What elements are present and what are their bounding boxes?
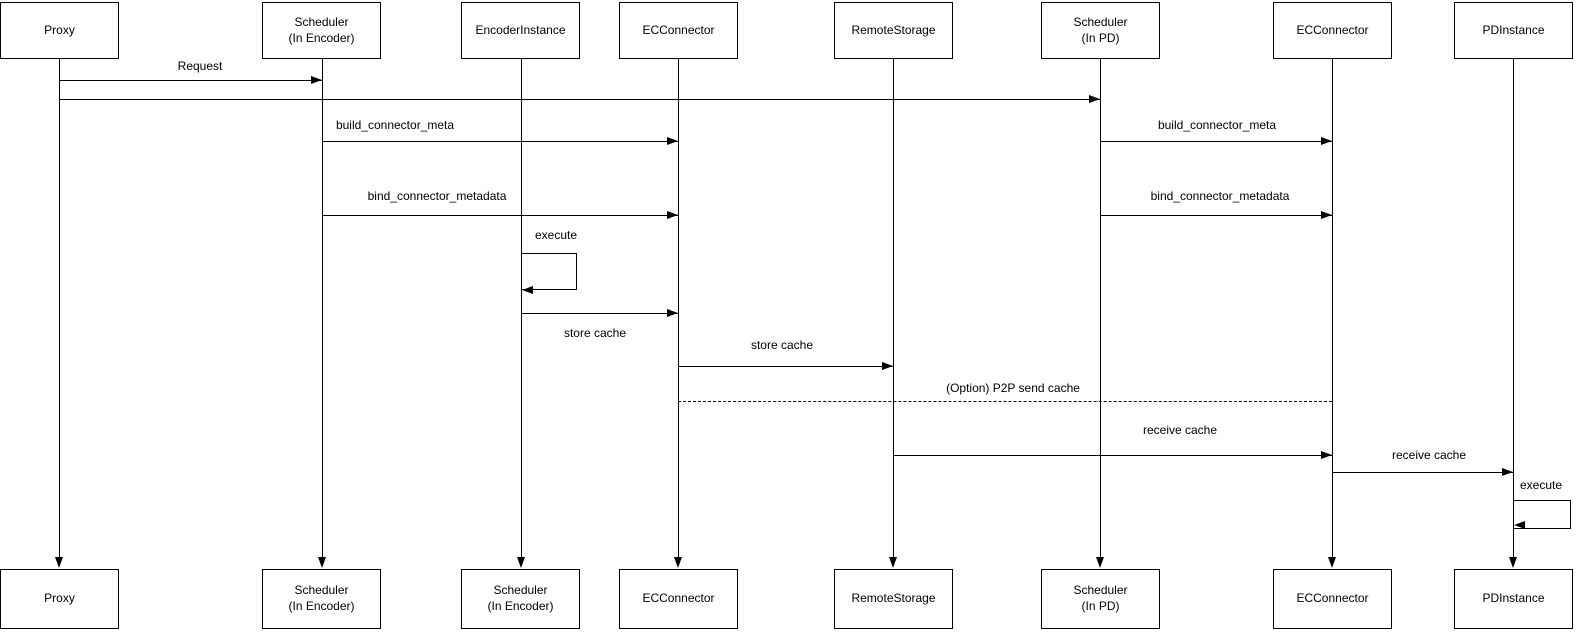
message-line-p2p-send-cache [678,401,1332,402]
message-line-bind-connector-metadata-pd [1100,215,1332,216]
self-loop-pdinstance [1513,500,1571,529]
participant-bottom-ecconnector-pd: ECConnector [1273,569,1392,629]
message-label-bind-connector-metadata-pd: bind_connector_metadata [1150,189,1290,203]
message-label-p2p-send-cache: (Option) P2P send cache [946,381,1080,395]
lifeline-ecconnector-enc [678,59,679,557]
message-label-store-cache-remote: store cache [750,338,814,352]
participant-top-pdinstance: PDInstance [1454,2,1573,59]
message-label-build-connector-meta-enc: build_connector_meta [335,118,455,132]
self-loop-encoderinstance [521,253,577,290]
message-line-receive-cache-pd [1332,472,1513,473]
participant-top-encoderinstance: EncoderInstance [461,2,580,59]
arrowhead-right-icon [882,362,893,370]
arrowhead-right-icon [667,211,678,219]
lifeline-arrow-down-icon [1096,557,1104,568]
arrowhead-right-icon [1321,137,1332,145]
arrowhead-left-icon [1514,521,1525,529]
participant-top-proxy: Proxy [0,2,119,59]
arrowhead-right-icon [1321,451,1332,459]
message-label-build-connector-meta-pd: build_connector_meta [1157,118,1277,132]
message-line-request [59,80,322,81]
lifeline-pdinstance [1513,59,1514,557]
message-label-receive-cache-pd: receive cache [1391,448,1467,462]
participant-bottom-proxy: Proxy [0,569,119,629]
participant-bottom-scheduler-encoder-2: Scheduler (In Encoder) [461,569,580,629]
message-line-bind-connector-metadata-enc [322,215,678,216]
participant-bottom-ecconnector-enc: ECConnector [619,569,738,629]
lifeline-arrow-down-icon [318,557,326,568]
arrowhead-right-icon [1502,468,1513,476]
message-line-proxy-to-scheduler-pd [59,99,1100,100]
arrowhead-right-icon [1089,95,1100,103]
participant-bottom-scheduler-pd: Scheduler (In PD) [1041,569,1160,629]
message-label-execute-encoder: execute [534,228,578,242]
lifeline-proxy [59,59,60,557]
message-label-bind-connector-metadata-enc: bind_connector_metadata [367,189,507,203]
message-label-store-cache-enc: store cache [563,326,627,340]
participant-top-ecconnector-pd: ECConnector [1273,2,1392,59]
lifeline-arrow-down-icon [1509,557,1517,568]
participant-bottom-pdinstance: PDInstance [1454,569,1573,629]
message-label-request: Request [177,59,223,73]
arrowhead-right-icon [667,137,678,145]
lifeline-scheduler-encoder [322,59,323,557]
participant-top-remotestorage: RemoteStorage [834,2,953,59]
lifeline-arrow-down-icon [55,557,63,568]
lifeline-remotestorage [893,59,894,557]
participant-top-ecconnector-enc: ECConnector [619,2,738,59]
lifeline-encoderinstance [521,59,522,557]
lifeline-arrow-down-icon [889,557,897,568]
message-line-store-cache-enc [521,313,678,314]
arrowhead-right-icon [667,309,678,317]
lifeline-arrow-down-icon [674,557,682,568]
arrowhead-right-icon [311,76,322,84]
message-line-store-cache-remote [678,366,893,367]
message-line-build-connector-meta-enc [322,141,678,142]
arrowhead-left-icon [522,286,533,294]
message-label-receive-cache-remote: receive cache [1142,423,1218,437]
arrowhead-right-icon [1321,211,1332,219]
lifeline-arrow-down-icon [1328,557,1336,568]
participant-bottom-scheduler-encoder: Scheduler (In Encoder) [262,569,381,629]
message-line-receive-cache-remote [893,455,1332,456]
lifeline-ecconnector-pd [1332,59,1333,557]
participant-top-scheduler-encoder: Scheduler (In Encoder) [262,2,381,59]
message-label-execute-pd: execute [1519,478,1563,492]
lifeline-arrow-down-icon [517,557,525,568]
participant-top-scheduler-pd: Scheduler (In PD) [1041,2,1160,59]
lifeline-scheduler-pd [1100,59,1101,557]
participant-bottom-remotestorage: RemoteStorage [834,569,953,629]
message-line-build-connector-meta-pd [1100,141,1332,142]
